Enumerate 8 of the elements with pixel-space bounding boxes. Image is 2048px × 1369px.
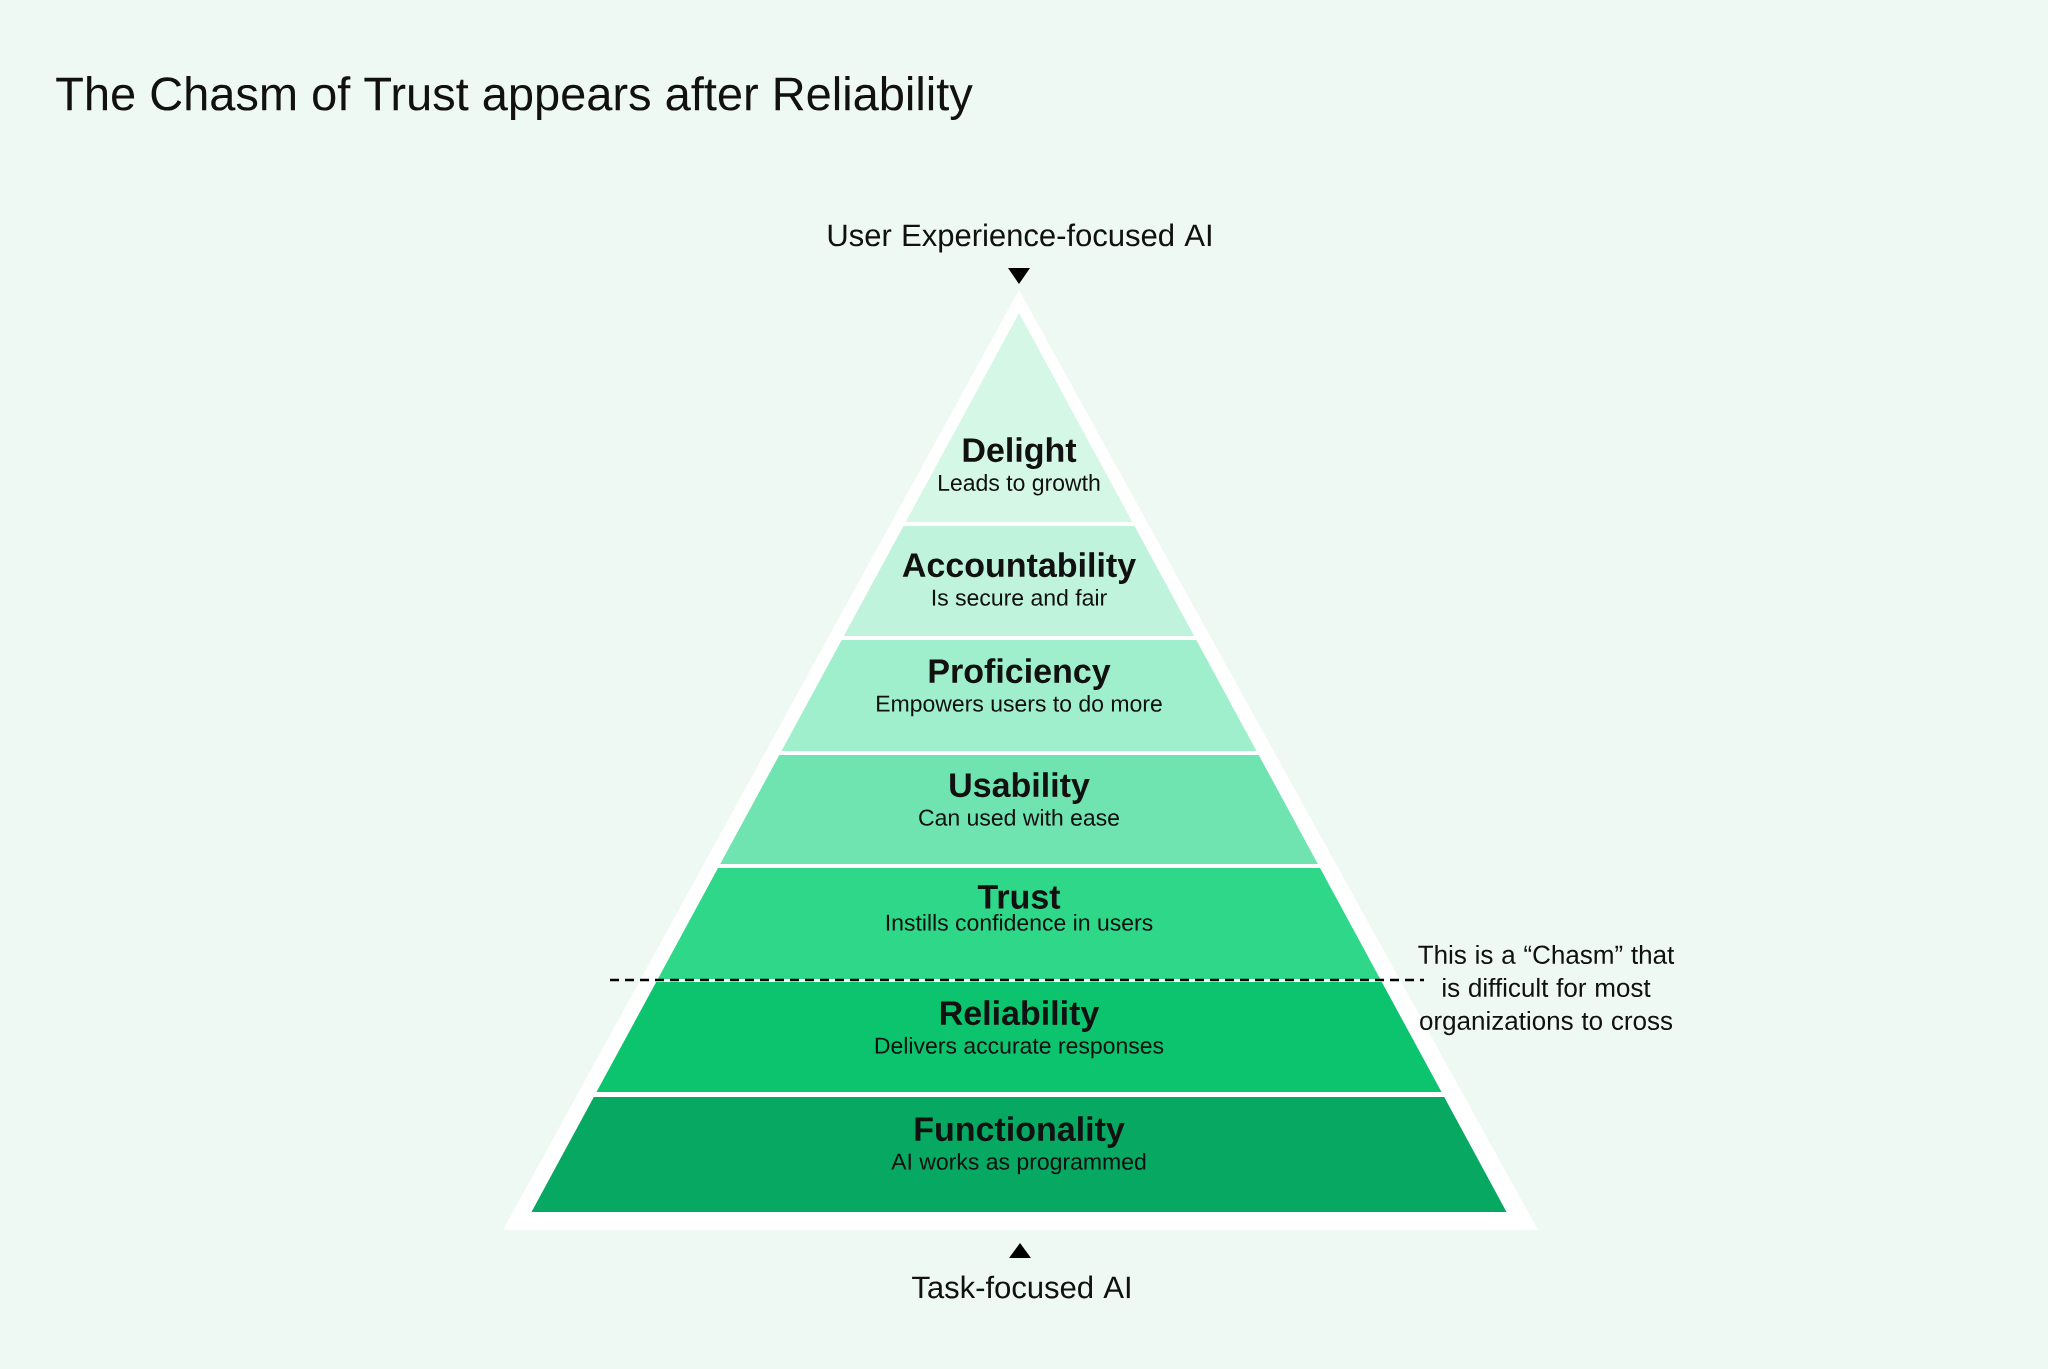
label-text: User Experience-focused AI: [828, 223, 1211, 253]
pyramid-layer: Trust Instills confidence in users: [657, 868, 1381, 979]
pyramid-layer: Accountability Is secure and fair: [843, 526, 1195, 636]
pyramid-layer: Proficiency Empowers users to do more: [781, 640, 1257, 751]
title: The Chasm of Trust appears after Reliability: [56, 76, 973, 120]
pyramid-layer: Functionality AI works as programmed: [531, 1097, 1507, 1212]
pyramid-layer: Delight Leads to growth: [905, 313, 1133, 522]
label-text: Task-focused AI: [912, 1275, 1130, 1299]
